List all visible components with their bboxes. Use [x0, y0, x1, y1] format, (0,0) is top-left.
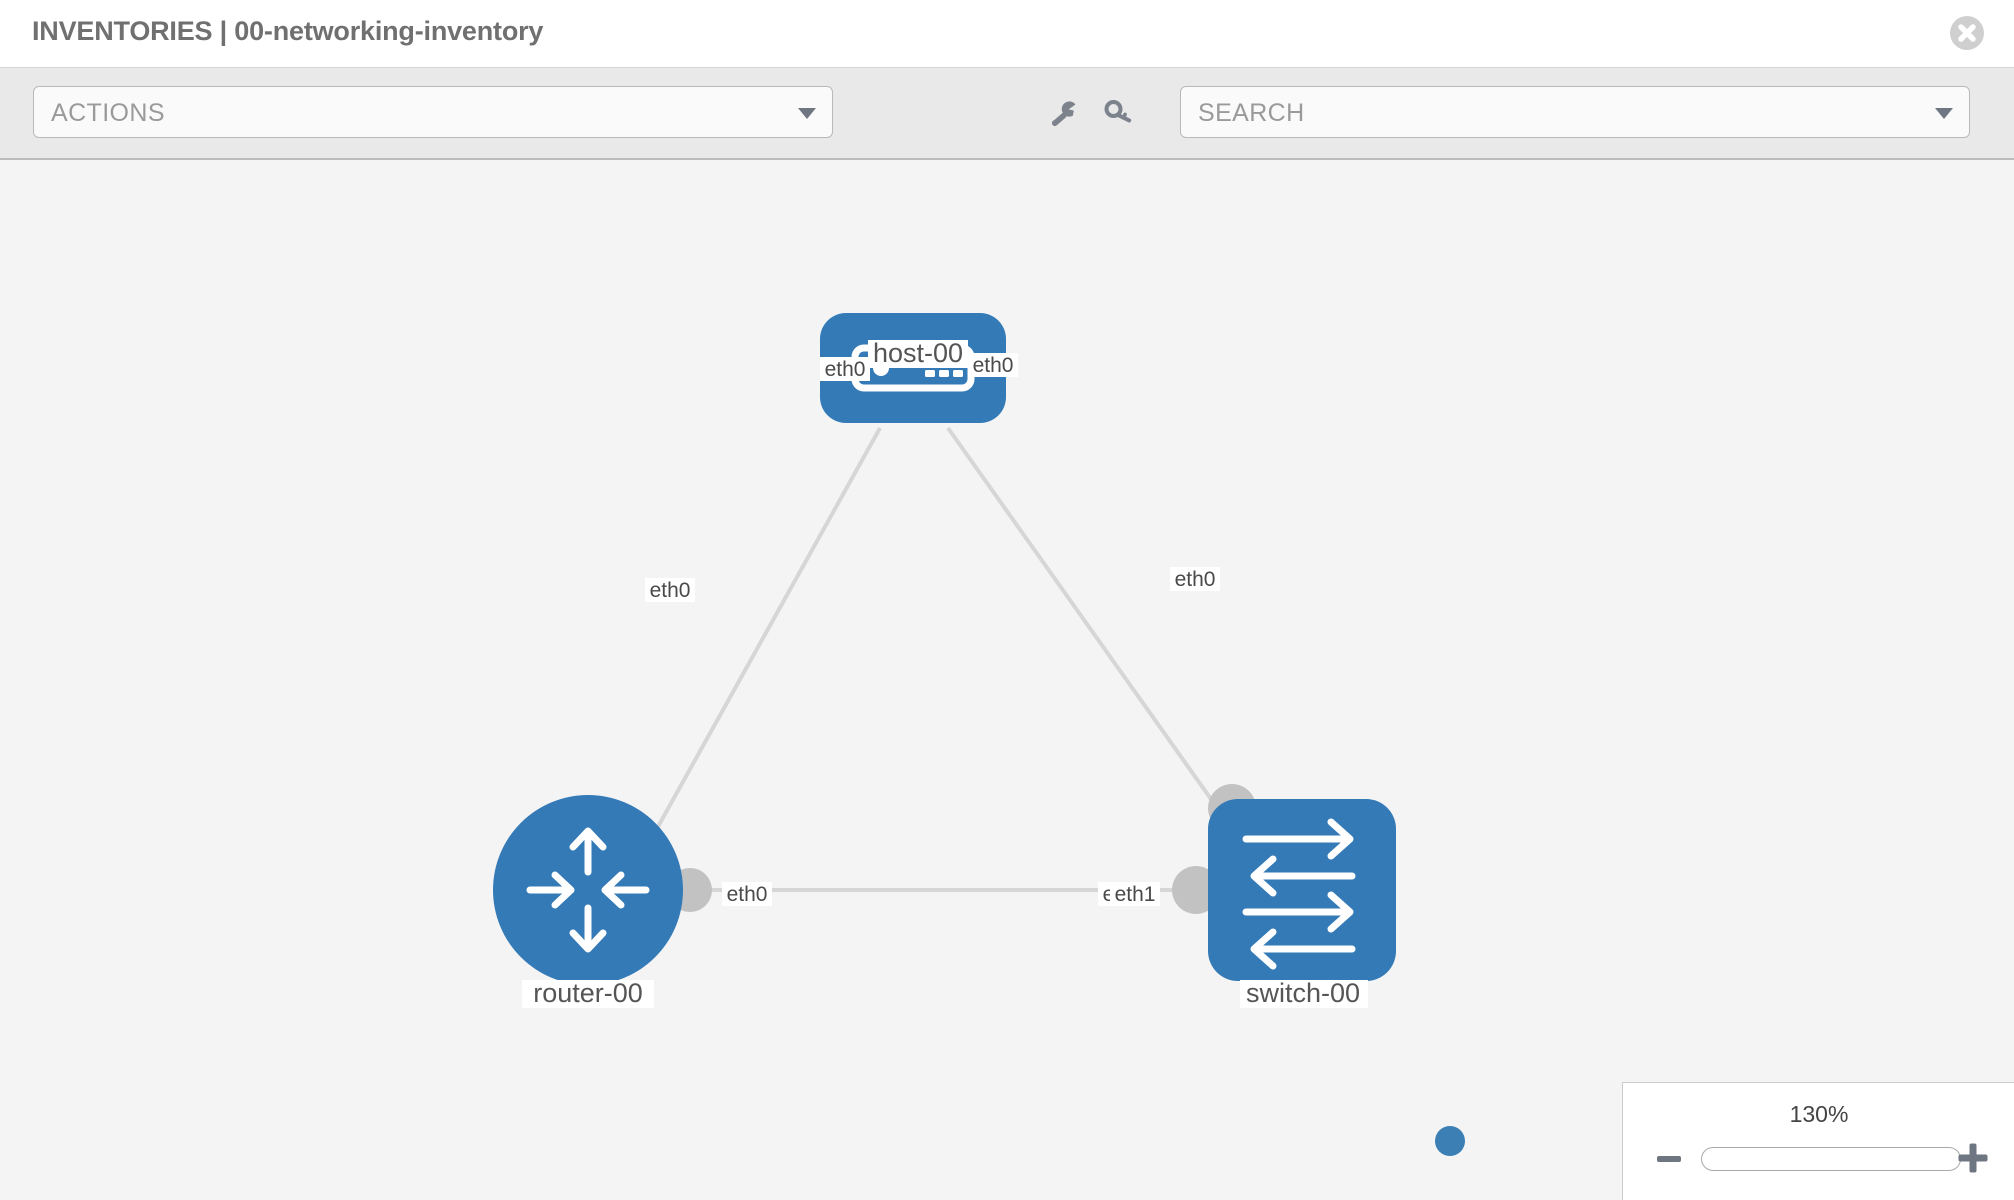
node-router-00[interactable] [493, 795, 683, 985]
zoom-out-button[interactable] [1655, 1145, 1683, 1173]
zoom-slider[interactable] [1701, 1147, 1961, 1171]
edge-host-router[interactable] [643, 427, 882, 851]
page-title: INVENTORIES | 00-networking-inventory [32, 16, 544, 46]
iface-label-switch-eth0-host: eth0 [1175, 568, 1216, 591]
plus-icon [1958, 1143, 1988, 1173]
close-button[interactable] [1950, 16, 1984, 50]
zoom-slider-thumb[interactable] [1435, 1126, 1465, 1156]
topology-interface-labels: eth0 eth0 eth0 eth0 eth0 eth0 eth1 [645, 353, 1220, 906]
iface-label-host-eth0-router: eth0 [825, 358, 866, 381]
wrench-icon[interactable] [1047, 96, 1081, 130]
topology-graph: host-00 router-00 switch-00 eth0 eth0 et… [493, 313, 1396, 1008]
search-input[interactable]: SEARCH [1180, 86, 1970, 138]
edge-host-switch[interactable] [946, 426, 1242, 842]
iface-label-router-eth0-switch: eth0 [727, 883, 768, 906]
actions-dropdown[interactable]: ACTIONS [33, 86, 833, 138]
iface-label-switch-eth1-router: eth1 [1115, 883, 1156, 906]
chevron-down-icon [798, 108, 816, 119]
topology-node-labels: host-00 router-00 switch-00 [522, 338, 1368, 1008]
zoom-level-label: 130% [1789, 1101, 1849, 1127]
toolbar: ACTIONS SEARCH [0, 68, 2014, 160]
search-input-placeholder: SEARCH [1198, 99, 1305, 127]
zoom-in-button[interactable] [1956, 1141, 1990, 1175]
node-label-router-00: router-00 [533, 978, 643, 1008]
zoom-control-panel: 130% [1622, 1082, 2014, 1200]
chevron-down-icon [1935, 108, 1953, 119]
topology-canvas[interactable]: host-00 router-00 switch-00 eth0 eth0 et… [0, 160, 2014, 1200]
iface-label-host-eth0-switch: eth0 [973, 354, 1014, 377]
key-icon[interactable] [1102, 96, 1136, 130]
node-switch-00[interactable] [1208, 799, 1396, 981]
node-label-switch-00: switch-00 [1246, 978, 1360, 1008]
actions-dropdown-label: ACTIONS [51, 99, 165, 127]
topology-edges [643, 426, 1242, 892]
close-circle-icon [1958, 24, 1976, 42]
node-label-host-00: host-00 [873, 338, 963, 368]
iface-label-router-eth0-host: eth0 [650, 579, 691, 602]
app-header: INVENTORIES | 00-networking-inventory [0, 0, 2014, 68]
minus-icon [1657, 1156, 1681, 1162]
